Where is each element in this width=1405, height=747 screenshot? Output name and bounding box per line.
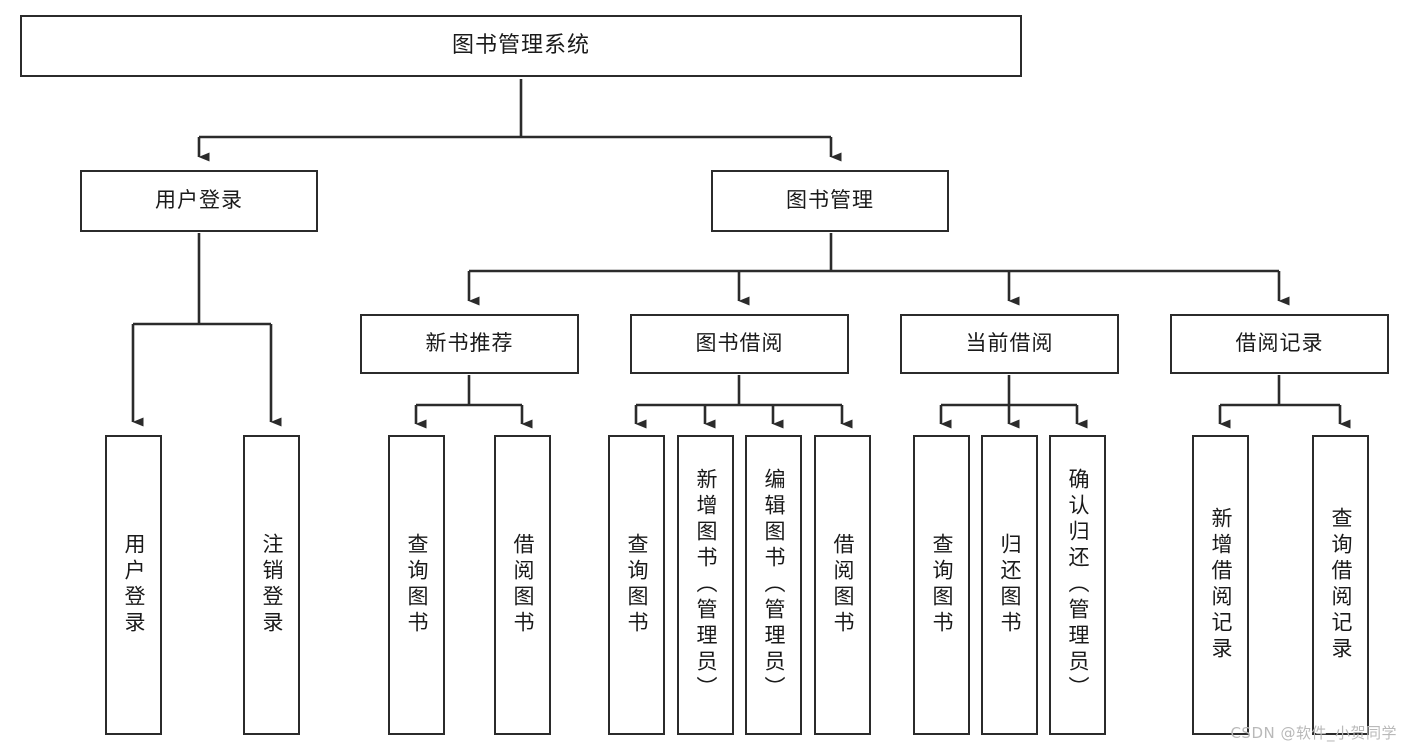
node-new-book-recommend[interactable]: 新书推荐: [360, 314, 579, 374]
node-leaf-query-record[interactable]: 查询借阅记录: [1312, 435, 1369, 735]
node-leaf-edit-book-label: 编辑图书（管理员）: [762, 468, 786, 702]
node-leaf-logout[interactable]: 注销登录: [243, 435, 300, 735]
node-borrow-record[interactable]: 借阅记录: [1170, 314, 1389, 374]
node-user-login-label: 用户登录: [155, 188, 243, 213]
node-leaf-add-book-label: 新增图书（管理员）: [694, 468, 718, 702]
node-root-system-label: 图书管理系统: [451, 33, 590, 59]
node-leaf-add-record-label: 新增借阅记录: [1209, 507, 1233, 663]
node-book-manage-label: 图书管理: [786, 188, 874, 213]
node-leaf-add-record[interactable]: 新增借阅记录: [1192, 435, 1249, 735]
node-leaf-add-book[interactable]: 新增图书（管理员）: [677, 435, 734, 735]
node-leaf-logout-label: 注销登录: [260, 533, 284, 637]
node-leaf-return-book[interactable]: 归还图书: [981, 435, 1038, 735]
node-leaf-query-book-1-label: 查询图书: [405, 533, 429, 637]
node-leaf-query-book-2[interactable]: 查询图书: [608, 435, 665, 735]
node-leaf-borrow-book-1-label: 借阅图书: [511, 533, 535, 637]
node-leaf-return-book-label: 归还图书: [998, 533, 1022, 637]
node-leaf-confirm-return-label: 确认归还（管理员）: [1066, 468, 1090, 702]
node-root-system[interactable]: 图书管理系统: [20, 15, 1022, 77]
node-current-borrow-label: 当前借阅: [965, 331, 1054, 356]
node-leaf-borrow-book-2[interactable]: 借阅图书: [814, 435, 871, 735]
node-book-borrow[interactable]: 图书借阅: [630, 314, 849, 374]
node-leaf-user-login-label: 用户登录: [122, 533, 146, 637]
csdn-watermark: CSDN @软件_小贺同学: [1230, 724, 1397, 742]
node-current-borrow[interactable]: 当前借阅: [900, 314, 1119, 374]
node-leaf-query-record-label: 查询借阅记录: [1329, 507, 1353, 663]
node-user-login[interactable]: 用户登录: [80, 170, 318, 232]
node-leaf-user-login[interactable]: 用户登录: [105, 435, 162, 735]
node-book-manage[interactable]: 图书管理: [711, 170, 949, 232]
node-leaf-query-book-3[interactable]: 查询图书: [913, 435, 970, 735]
node-leaf-query-book-3-label: 查询图书: [930, 533, 954, 637]
node-leaf-query-book-2-label: 查询图书: [625, 533, 649, 637]
node-borrow-record-label: 借阅记录: [1235, 331, 1324, 356]
node-leaf-edit-book[interactable]: 编辑图书（管理员）: [745, 435, 802, 735]
node-leaf-query-book-1[interactable]: 查询图书: [388, 435, 445, 735]
node-book-borrow-label: 图书借阅: [695, 331, 784, 356]
node-leaf-confirm-return[interactable]: 确认归还（管理员）: [1049, 435, 1106, 735]
node-leaf-borrow-book-2-label: 借阅图书: [831, 533, 855, 637]
node-leaf-borrow-book-1[interactable]: 借阅图书: [494, 435, 551, 735]
node-new-book-recommend-label: 新书推荐: [425, 331, 514, 356]
